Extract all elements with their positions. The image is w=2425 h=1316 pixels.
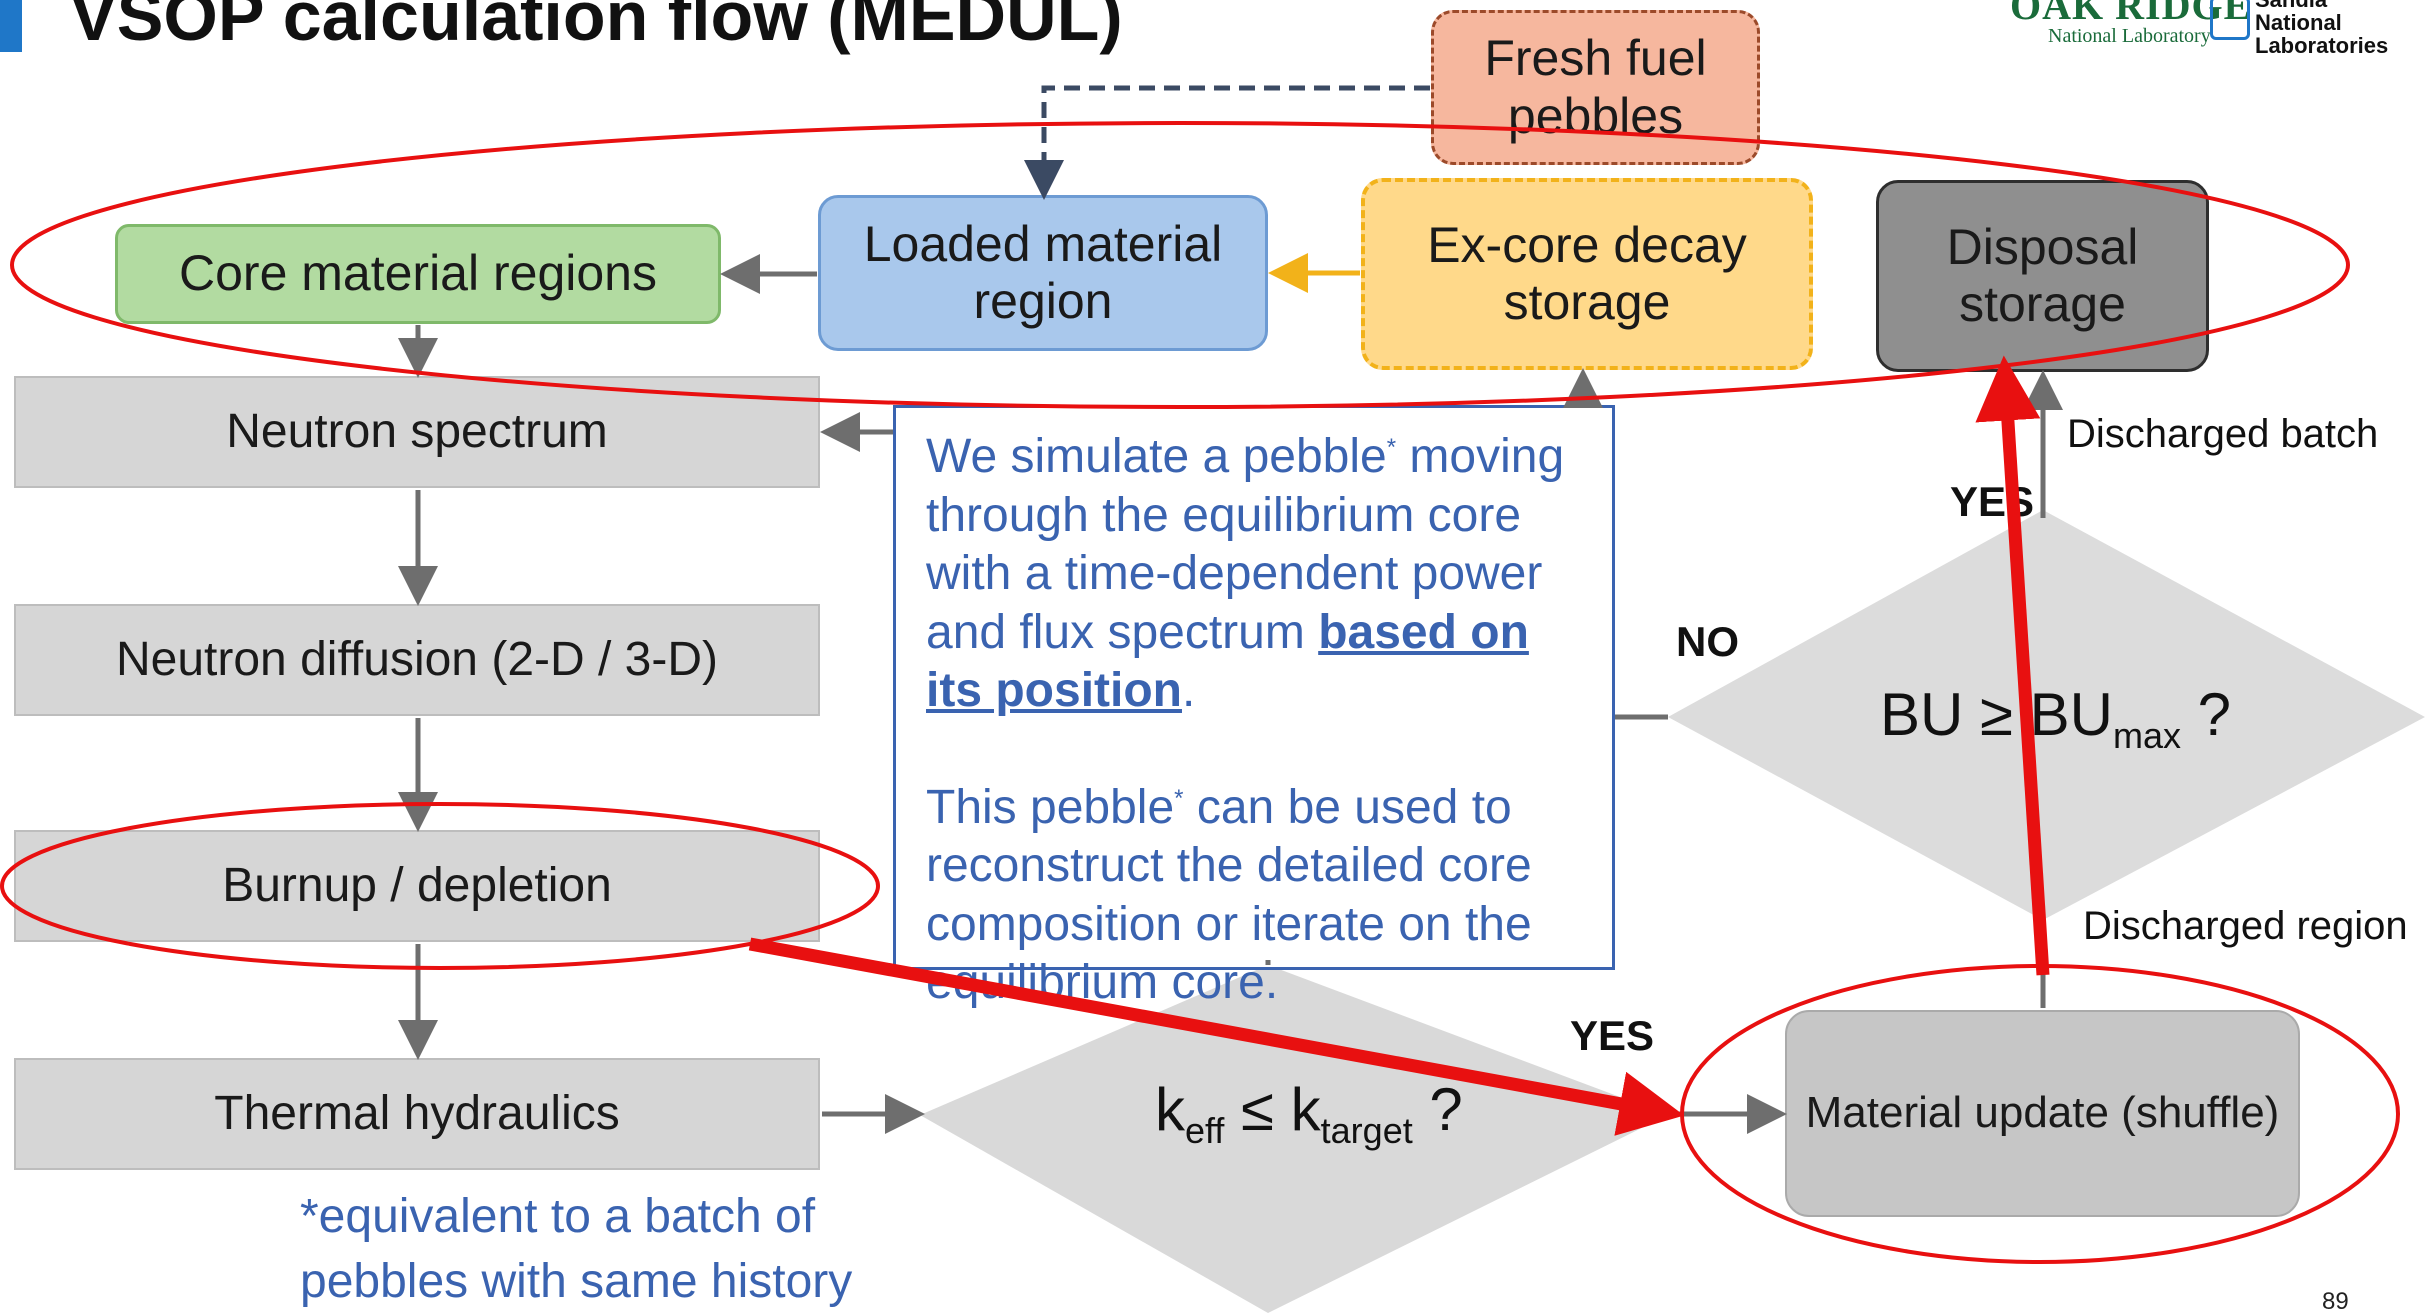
title-accent-bar bbox=[0, 0, 22, 52]
keff-condition: keff ≤ ktarget ? bbox=[1155, 1076, 1463, 1151]
disposal-storage-box: Disposal storage bbox=[1876, 180, 2209, 372]
footnote-line-1: *equivalent to a batch of bbox=[300, 1190, 816, 1243]
neutron-diffusion-box: Neutron diffusion (2-D / 3-D) bbox=[14, 604, 820, 716]
snl-logo-line1: Sandia bbox=[2255, 0, 2388, 11]
snl-logo-line3: Laboratories bbox=[2255, 33, 2389, 59]
explanation-textbox: We simulate a pebble* moving through the… bbox=[893, 405, 1615, 1009]
footnote-line-2: pebbles with same history bbox=[300, 1254, 853, 1308]
no-label: NO bbox=[1676, 618, 1739, 665]
page-number: 89 bbox=[2322, 1288, 2349, 1315]
burnup-condition: BU ≥ BUmax ? bbox=[1880, 681, 2232, 756]
excore-decay-storage-box: Ex-core decay storage bbox=[1361, 178, 1813, 370]
material-update-box: Material update (shuffle) bbox=[1785, 1010, 2300, 1217]
yes-label-top: YES bbox=[1950, 478, 2035, 525]
snl-logo-line2: National bbox=[2255, 10, 2342, 36]
fresh-fuel-box: Fresh fuel pebbles bbox=[1431, 10, 1760, 165]
thermal-hydraulics-box: Thermal hydraulics bbox=[14, 1058, 820, 1170]
core-material-regions-box: Core material regions bbox=[115, 224, 721, 324]
ornl-logo: OAK RIDGE National Laboratory bbox=[2010, 0, 2251, 46]
discharged-batch-label: Discharged batch bbox=[2067, 412, 2379, 456]
loaded-material-region-box: Loaded material region bbox=[818, 195, 1268, 351]
emphasis-position: based on its position bbox=[926, 605, 1529, 718]
snl-logo-mark bbox=[2210, 0, 2250, 40]
explanation-paragraph-2: This pebble* can be used to reconstruct … bbox=[926, 780, 1532, 1010]
yes-label-bottom: YES bbox=[1570, 1012, 1655, 1059]
snl-logo: Sandia National Laboratories bbox=[2255, 0, 2388, 57]
explanation-paragraph-1: We simulate a pebble* moving through the… bbox=[926, 430, 1565, 718]
neutron-spectrum-box: Neutron spectrum bbox=[14, 376, 820, 488]
slide-title: VSOP calculation flow (MEDUL) bbox=[70, 0, 1123, 55]
discharged-region-label: Discharged region bbox=[2083, 904, 2408, 948]
ornl-logo-subtitle: National Laboratory bbox=[2048, 25, 2211, 47]
footnote: *equivalent to a batch of pebbles with s… bbox=[300, 1185, 852, 1315]
burnup-depletion-box: Burnup / depletion bbox=[14, 830, 820, 942]
